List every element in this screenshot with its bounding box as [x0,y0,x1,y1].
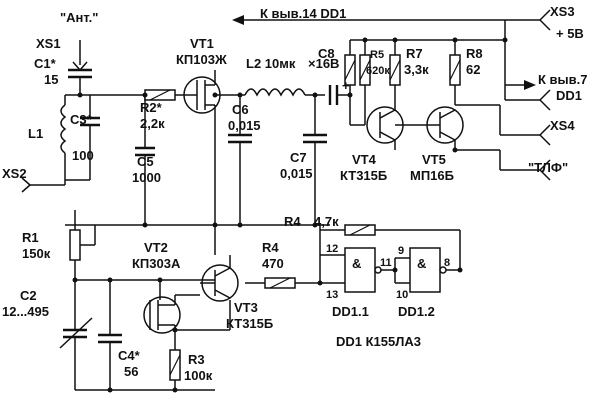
label-r7-val: 3,3к [404,62,429,77]
label-r8-val: 62 [466,62,480,77]
label-c2: C2 [20,288,37,303]
label-r4a-val: 470 [262,256,284,271]
label-xs2: XS2 [2,166,27,181]
label-c2-val: 12...495 [2,304,49,319]
label-r1: R1 [22,230,39,245]
label-vt3: VT3 [234,300,258,315]
label-vt2-type: КП303А [132,256,181,271]
label-c5: C5 [137,154,154,169]
label-vt2: VT2 [144,240,168,255]
label-dd12: DD1.2 [398,304,435,319]
labels: "Ант." XS1 C1* 15 L1 C3* 100 XS2 R2* 2,2… [2,4,587,383]
label-r4b-val: 4,7к [314,214,339,229]
label-c6-val: 0,015 [228,118,261,133]
label-gate2-amp: & [417,256,426,271]
label-tlf: "ТЛФ" [528,160,568,175]
label-c1: C1* [34,56,57,71]
label-r2: R2* [140,100,163,115]
label-pin9: 9 [398,245,404,257]
label-c4: C4* [118,348,141,363]
label-pin7-note: К выв.7 [538,72,587,87]
label-gate1-amp: & [352,256,361,271]
junction-dots [72,37,508,393]
label-r5-val: 620к [366,65,390,77]
label-r2-val: 2,2к [140,116,165,131]
label-vt5-type: МП16Б [410,168,454,183]
label-l1: L1 [28,126,43,141]
label-r1-val: 150к [22,246,51,261]
label-xs4: XS4 [550,118,575,133]
label-vt3-type: КТ315Б [226,316,273,331]
label-xs1: XS1 [36,36,61,51]
label-elec-val: ×16В [308,56,339,71]
label-xs3: XS3 [550,4,575,19]
label-pin12: 12 [326,243,338,255]
label-pin7-dd1: DD1 [556,88,582,103]
label-vt5: VT5 [422,152,446,167]
label-c6: C6 [232,102,249,117]
label-r3: R3 [188,352,205,367]
label-r3-val: 100к [184,368,213,383]
label-c5-val: 1000 [132,170,161,185]
label-vt4: VT4 [352,152,377,167]
label-pin11: 11 [380,257,392,269]
label-l2: L2 10мк [246,56,296,71]
label-r4a: R4 [262,240,279,255]
label-dd11: DD1.1 [332,304,369,319]
label-vt4-type: КТ315Б [340,168,387,183]
label-c3-val: 100 [72,148,94,163]
label-plus: + [342,78,350,93]
label-c7: C7 [290,150,307,165]
label-c4-val: 56 [124,364,138,379]
label-r8: R8 [466,46,483,61]
label-ant: "Ант." [60,10,98,25]
label-r7: R7 [406,46,423,61]
label-vt1-type: КП103Ж [176,52,227,67]
label-c3: C3* [70,112,93,127]
label-dd1-type: DD1 К155ЛА3 [336,334,421,349]
connectors [232,9,551,181]
wiring [21,19,540,391]
label-plus5: + 5В [556,26,584,41]
label-vt1: VT1 [190,36,214,51]
label-r4b: R4 [284,214,301,229]
component-bodies [143,76,464,334]
label-c1-val: 15 [44,72,58,87]
label-c7-val: 0,015 [280,166,313,181]
label-c8: C8 [318,46,335,61]
label-pin13: 13 [326,289,338,301]
label-pin8: 8 [444,257,450,269]
label-pin10: 10 [396,289,408,301]
label-r5: R5 [370,49,384,61]
label-top-note: К выв.14 DD1 [260,6,346,21]
